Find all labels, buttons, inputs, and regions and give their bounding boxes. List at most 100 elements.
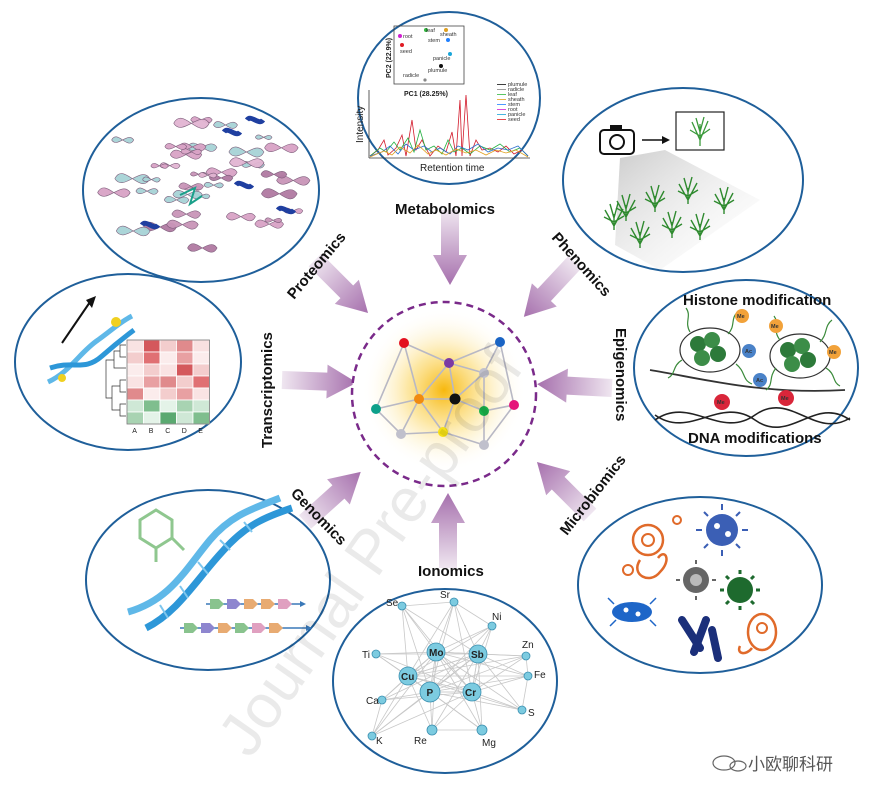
arrow-proteomics — [308, 253, 369, 314]
gene-arrow — [227, 599, 241, 609]
chrom-ylabel: Intensity — [355, 106, 366, 143]
ion-label: S — [528, 708, 535, 719]
ion-node-cu: Cu — [398, 666, 418, 686]
plant-icon — [629, 220, 651, 248]
pca-label-panicle: panicle — [433, 56, 450, 62]
ion-node-cr: Cr — [462, 682, 482, 702]
heatmap-col-label: C — [165, 428, 170, 435]
legend-entry: panicle — [508, 112, 525, 118]
gene-arrow — [210, 599, 224, 609]
pca-ylabel: PC2 (22.9%) — [386, 38, 393, 78]
ac-badge: Ac — [742, 344, 756, 358]
ion-label: Ni — [492, 612, 501, 623]
proteomics-panel — [82, 97, 320, 283]
ion-label: Ti — [362, 650, 370, 661]
legend-entry: plumule — [508, 82, 527, 88]
gene-arrow — [261, 599, 275, 609]
chat-icon — [712, 755, 747, 772]
ion-node-s: S — [517, 705, 535, 719]
arrow-microbiomics — [536, 461, 597, 522]
plant-icon — [661, 210, 683, 238]
label-epigenomics: Epigenomics — [612, 328, 629, 421]
ion-label: Fe — [534, 670, 546, 681]
me-badge: Me — [827, 345, 841, 359]
gene-arrow — [278, 599, 292, 609]
ac-badge: Ac — [753, 373, 767, 387]
dna-helix-icon — [46, 313, 136, 385]
dna-strand — [654, 407, 851, 425]
central-network — [350, 300, 538, 488]
nucleosome-left — [679, 327, 741, 373]
legend-entry: stem — [508, 102, 520, 108]
ion-node-re: Re — [414, 724, 438, 747]
ion-label: Sb — [471, 650, 484, 661]
arrow-epigenomics — [537, 368, 613, 403]
metabolomics-panel: PC2 (22.9%) PC1 (28.25%) root seed leaf … — [355, 11, 541, 185]
ion-label: Re — [414, 736, 427, 747]
gene-arrow — [218, 623, 232, 633]
transcriptomics-panel: A B C D E — [14, 273, 242, 451]
rod-bacteria-icon — [678, 616, 722, 662]
ion-label: P — [427, 688, 434, 699]
dna-helix-icon — [126, 494, 294, 632]
pca-label-radicle: radicle — [403, 73, 419, 79]
chemical-structure-icon — [138, 508, 186, 562]
virus-blue-icon — [696, 504, 748, 556]
arrow-transcriptomics — [281, 364, 357, 399]
expression-heatmap: A B C D E — [126, 339, 210, 435]
ion-label: Sr — [440, 590, 451, 601]
svg-text:Me: Me — [781, 396, 789, 402]
ion-label: Cu — [401, 672, 414, 683]
legend-entry: sheath — [508, 97, 525, 103]
heatmap-col-label: E — [198, 428, 203, 435]
pca-xlabel: PC1 (28.25%) — [404, 91, 448, 98]
epi-histone-title: Histone modification — [683, 292, 831, 309]
arrow-metabolomics — [433, 210, 467, 285]
gene-arrow — [269, 623, 283, 633]
trend-arrow — [61, 301, 91, 344]
me-badge: Me — [769, 319, 783, 333]
virus-gray-icon — [676, 560, 716, 600]
pca-plot-frame — [393, 25, 465, 85]
arrow-phenomics — [523, 255, 582, 317]
gene-arrow — [184, 623, 198, 633]
heatmap-col-label: A — [132, 428, 137, 435]
svg-text:Me: Me — [771, 324, 779, 330]
ion-label: Mg — [482, 738, 496, 749]
bacillus-blue-icon — [607, 597, 657, 627]
heatmap-col-label: D — [182, 428, 187, 435]
heatmap-col-label: B — [149, 428, 154, 435]
center-dashed-ring — [350, 300, 538, 488]
plant-icon — [713, 186, 735, 214]
ion-label: Ca — [366, 696, 379, 707]
ion-node-mg: Mg — [476, 724, 496, 749]
nucleosome-right — [769, 333, 831, 379]
label-transcriptomics: Transcriptomics — [259, 332, 276, 448]
svg-text:Me: Me — [717, 400, 725, 406]
plant-field — [603, 176, 735, 248]
ion-node-mo: Mo — [426, 642, 446, 662]
legend-entry: root — [508, 107, 518, 113]
microbiomics-panel — [577, 496, 823, 674]
plant-icon — [603, 202, 625, 230]
ion-node-fe: Fe — [523, 670, 546, 681]
ion-node-ni: Ni — [487, 612, 501, 631]
ion-label: Zn — [522, 640, 534, 651]
ion-node-sr: Sr — [440, 590, 459, 607]
genomics-panel — [85, 489, 331, 671]
ion-label: Cr — [465, 688, 476, 699]
legend-entry: seed — [508, 117, 520, 123]
gene-arrows — [180, 599, 312, 633]
label-ionomics: Ionomics — [418, 563, 484, 580]
svg-text:Me: Me — [829, 350, 837, 356]
ion-node-sb: Sb — [468, 644, 488, 664]
pca-label-seed: seed — [400, 49, 412, 55]
brand-watermark: 小欧聊科研 — [748, 755, 833, 775]
svg-text:Me: Me — [737, 314, 745, 320]
chrom-xlabel: Retention time — [420, 163, 485, 174]
gene-arrow — [244, 599, 258, 609]
ion-node-se: Se — [386, 598, 407, 611]
ion-node-ti: Ti — [362, 649, 381, 661]
